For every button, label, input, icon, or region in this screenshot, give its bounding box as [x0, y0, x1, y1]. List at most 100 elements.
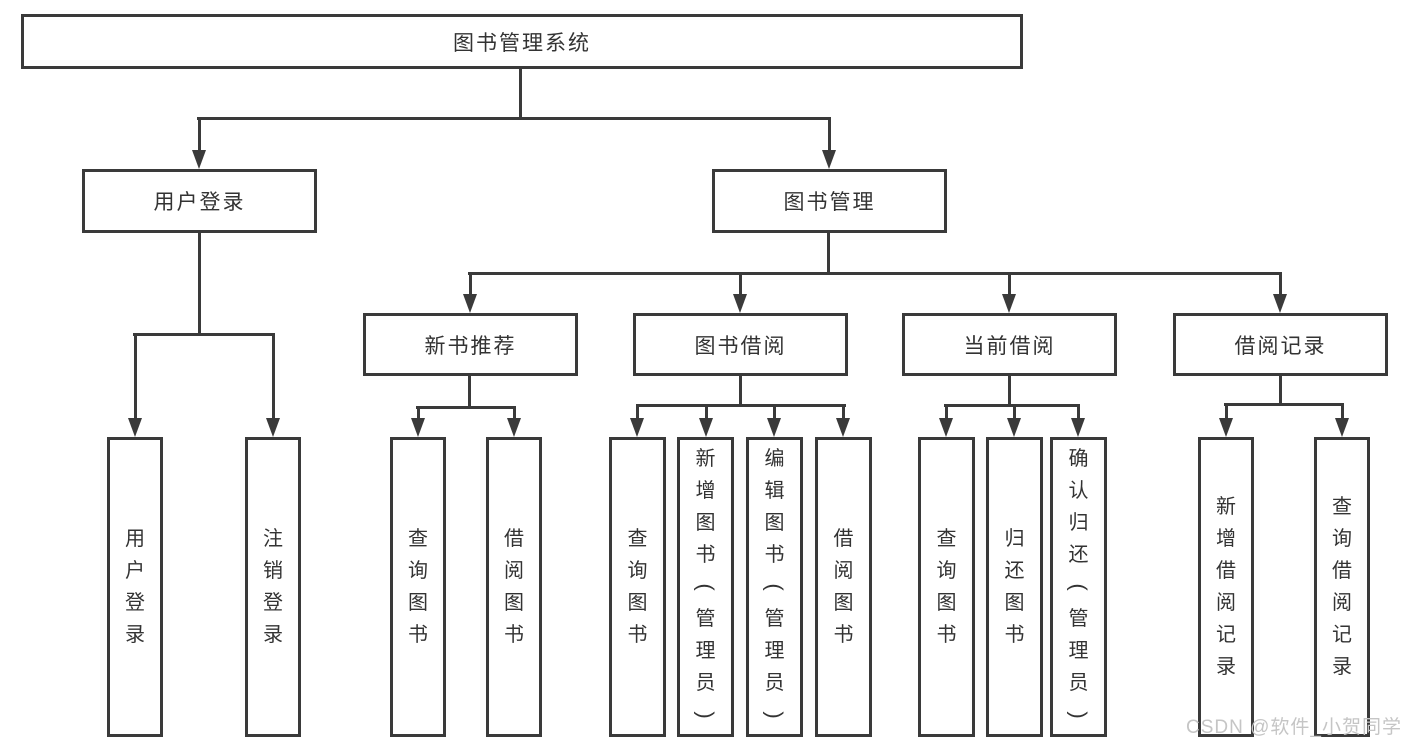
vertical-char: 借 — [1216, 560, 1236, 582]
vertical-char: 编 — [764, 448, 785, 470]
connector-new-book-stem — [468, 376, 471, 408]
vertical-char: ( — [693, 583, 719, 591]
vertical-char: 登 — [263, 592, 283, 614]
vertical-char: ) — [693, 711, 719, 719]
vertical-char: 书 — [764, 544, 785, 566]
node-current-borrowing: 当前借阅 — [902, 313, 1117, 376]
arrow-down-icon — [507, 407, 521, 437]
vertical-char: 确 — [1068, 448, 1089, 470]
vertical-char: ( — [762, 583, 788, 591]
connector-current-borrowing-stem — [1008, 376, 1011, 407]
leaf-return-books: 归还图书 — [986, 437, 1043, 737]
leaf-search-books-borrowing: 查询图书 — [609, 437, 666, 737]
vertical-char: 图 — [627, 592, 648, 614]
vertical-char: 借 — [833, 528, 854, 550]
connector-root-stem — [519, 69, 522, 119]
vertical-char: 管 — [764, 608, 785, 630]
vertical-char: 图 — [764, 512, 785, 534]
arrow-down-icon — [1335, 405, 1349, 437]
arrow-down-icon — [1071, 406, 1085, 437]
arrow-down-icon — [463, 274, 477, 313]
vertical-char: 用 — [125, 528, 145, 550]
node-user-login: 用户登录 — [82, 169, 317, 233]
connector-book-borrowing-stem — [739, 376, 742, 407]
vertical-char: 注 — [263, 528, 283, 550]
node-label: 图书管理系统 — [453, 31, 591, 55]
node-label: 当前借阅 — [963, 334, 1056, 358]
leaf-logout: 注销登录 — [245, 437, 301, 737]
vertical-char: 记 — [1216, 624, 1236, 646]
vertical-char: 图 — [936, 592, 957, 614]
vertical-char: 认 — [1068, 480, 1089, 502]
arrow-down-icon — [1273, 274, 1287, 313]
vertical-char: 查 — [1332, 496, 1352, 518]
arrow-down-icon — [939, 406, 953, 437]
vertical-char: 还 — [1068, 544, 1089, 566]
leaf-add-books-admin: 新增图书(管理员) — [677, 437, 734, 737]
vertical-char: 书 — [504, 624, 524, 646]
vertical-char: 录 — [1216, 656, 1236, 678]
vertical-char: 阅 — [504, 560, 524, 582]
leaf-edit-books-admin: 编辑图书(管理员) — [746, 437, 803, 737]
connector-root-split — [197, 117, 831, 120]
vertical-char: 管 — [1068, 608, 1089, 630]
vertical-char: 户 — [125, 560, 145, 582]
leaf-borrow-books: 借阅图书 — [815, 437, 872, 737]
arrow-down-icon — [128, 335, 142, 437]
connector-user-login-stem — [198, 233, 201, 335]
leaf-user-login: 用户登录 — [107, 437, 163, 737]
vertical-char: 查 — [936, 528, 957, 550]
node-label: 用户登录 — [153, 191, 246, 214]
vertical-char: 询 — [1332, 528, 1352, 550]
vertical-char: 新 — [695, 448, 716, 470]
vertical-char: 图 — [833, 592, 854, 614]
leaf-search-borrow-record: 查询借阅记录 — [1314, 437, 1370, 737]
csdn-watermark: CSDN @软件_小贺同学 — [1186, 717, 1402, 738]
vertical-char: 借 — [504, 528, 524, 550]
vertical-char: 销 — [263, 560, 283, 582]
connector-book-borrowing-split — [636, 404, 846, 407]
connector-book-management-split — [468, 272, 1282, 275]
vertical-char: 书 — [408, 624, 428, 646]
leaf-add-borrow-record: 新增借阅记录 — [1198, 437, 1254, 737]
connector-new-book-split — [416, 406, 516, 409]
node-library-management-system: 图书管理系统 — [21, 14, 1023, 69]
leaf-borrow-books-recommend: 借阅图书 — [486, 437, 542, 737]
vertical-char: 归 — [1068, 512, 1089, 534]
vertical-char: 图 — [408, 592, 428, 614]
vertical-char: 还 — [1004, 560, 1025, 582]
leaf-search-books-current: 查询图书 — [918, 437, 975, 737]
arrow-down-icon — [733, 274, 747, 313]
leaf-confirm-return-admin: 确认归还(管理员) — [1050, 437, 1107, 737]
connector-book-management-stem — [827, 233, 830, 274]
arrow-down-icon — [822, 119, 836, 169]
vertical-char: 记 — [1332, 624, 1352, 646]
vertical-char: 阅 — [1332, 592, 1352, 614]
vertical-char: 理 — [764, 640, 785, 662]
arrow-down-icon — [1219, 405, 1233, 437]
connector-borrowing-records-stem — [1279, 376, 1282, 406]
vertical-char: 查 — [627, 528, 648, 550]
vertical-char: ) — [762, 711, 788, 719]
node-label: 借阅记录 — [1234, 334, 1327, 358]
connector-user-login-split — [133, 333, 275, 336]
vertical-char: 录 — [125, 624, 145, 646]
vertical-char: 辑 — [764, 480, 785, 502]
vertical-char: 理 — [1068, 640, 1089, 662]
vertical-char: 图 — [695, 512, 716, 534]
vertical-char: 归 — [1004, 528, 1025, 550]
vertical-char: 书 — [936, 624, 957, 646]
vertical-char: ) — [1066, 711, 1092, 719]
vertical-char: 录 — [263, 624, 283, 646]
node-book-management: 图书管理 — [712, 169, 947, 233]
vertical-char: 新 — [1216, 496, 1236, 518]
arrow-down-icon — [699, 406, 713, 437]
vertical-char: 图 — [1004, 592, 1025, 614]
vertical-char: 增 — [1216, 528, 1236, 550]
vertical-char: 增 — [695, 480, 716, 502]
vertical-char: 阅 — [1216, 592, 1236, 614]
arrow-down-icon — [767, 406, 781, 437]
connector-current-borrowing-split — [944, 404, 1080, 407]
node-label: 新书推荐 — [424, 334, 517, 358]
